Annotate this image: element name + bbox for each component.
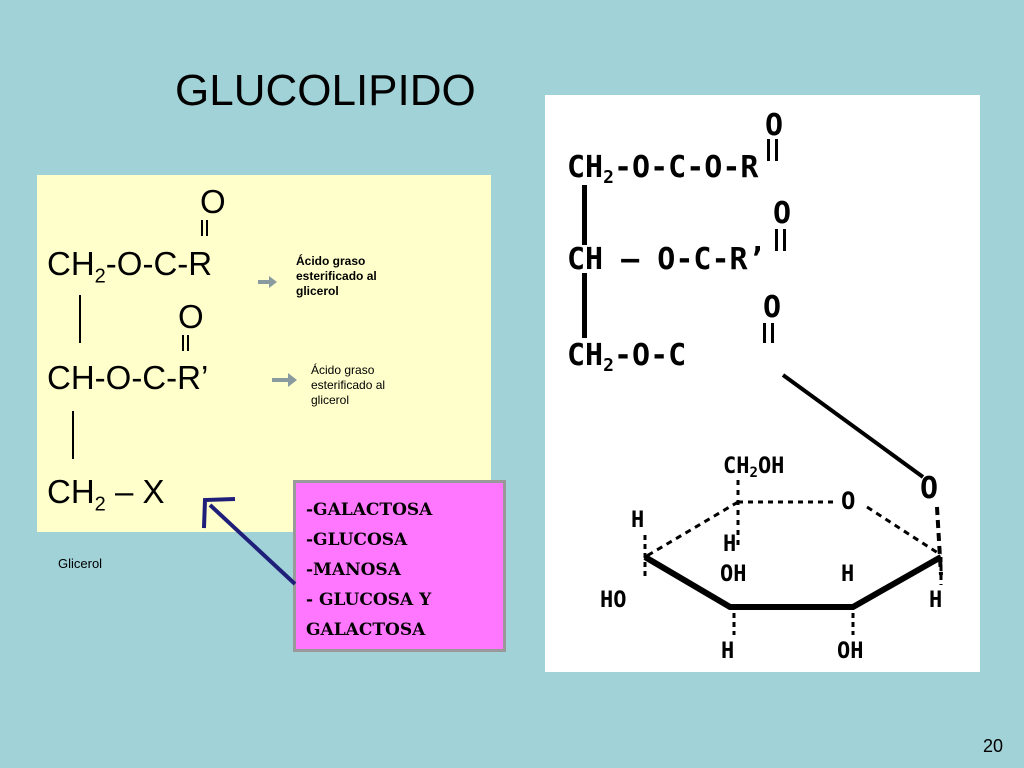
- struct-ho: HO: [600, 588, 627, 613]
- sugar-item: -MANOSA: [306, 560, 401, 580]
- formula-line-1: CH2-O-C-R: [47, 245, 213, 288]
- note-ester-2: Ácido graso esterificado al glicerol: [311, 363, 386, 407]
- glycolipid-structure-panel: O CH2-O-C-O-R O CH — O-C-R’ O CH2-O-C O …: [545, 95, 980, 672]
- struct-h: H: [721, 639, 734, 664]
- struct-link-oxygen: O: [920, 471, 938, 506]
- note-ester-1: Ácido graso esterificado al glicerol: [296, 254, 377, 298]
- struct-row-3: CH2-O-C: [567, 338, 686, 376]
- formula-line-3: CH2 – X: [47, 473, 165, 516]
- struct-row-1: CH2-O-C-O-R: [567, 150, 759, 188]
- carbonyl-oxygen-1: O: [200, 183, 226, 220]
- struct-ch2oh: CH2OH: [723, 454, 784, 481]
- struct-h: H: [631, 508, 644, 533]
- bond-vertical-1: [79, 295, 81, 343]
- formula-line-2: CH-O-C-R’: [47, 359, 209, 396]
- sugar-item: -GALACTOSA: [306, 500, 433, 520]
- struct-oh: OH: [837, 639, 864, 664]
- bond-vertical-2: [72, 411, 74, 459]
- double-bond-2: [182, 335, 189, 351]
- struct-h: H: [841, 562, 854, 587]
- caption-glicerol: Glicerol: [58, 556, 103, 571]
- page-number: 20: [983, 736, 1004, 756]
- struct-oxygen-2: O: [773, 196, 791, 231]
- small-arrow-icon: [272, 373, 297, 387]
- struct-oxygen-1: O: [765, 108, 783, 143]
- carbonyl-oxygen-2: O: [178, 298, 204, 335]
- struct-row-2: CH — O-C-R’: [567, 242, 766, 277]
- sugar-item: - GLUCOSA Y: [306, 590, 432, 610]
- sugar-list-box: -GALACTOSA -GLUCOSA -MANOSA - GLUCOSA Y …: [293, 480, 506, 652]
- struct-h: H: [723, 532, 736, 557]
- sugar-item: GALACTOSA: [306, 620, 426, 640]
- struct-oh: OH: [720, 562, 747, 587]
- struct-ring-oxygen: O: [841, 487, 855, 515]
- sugar-item: -GLUCOSA: [306, 530, 408, 550]
- small-arrow-icon: [258, 276, 277, 288]
- slide-title: GLUCOLIPIDO: [175, 66, 476, 115]
- struct-h: H: [929, 588, 942, 613]
- formula-box: O CH2-O-C-R O CH-O-C-R’ CH2 – X: [37, 175, 491, 532]
- double-bond-1: [201, 220, 208, 236]
- struct-oxygen-3: O: [763, 290, 781, 325]
- pointer-arrow-icon: [201, 496, 297, 586]
